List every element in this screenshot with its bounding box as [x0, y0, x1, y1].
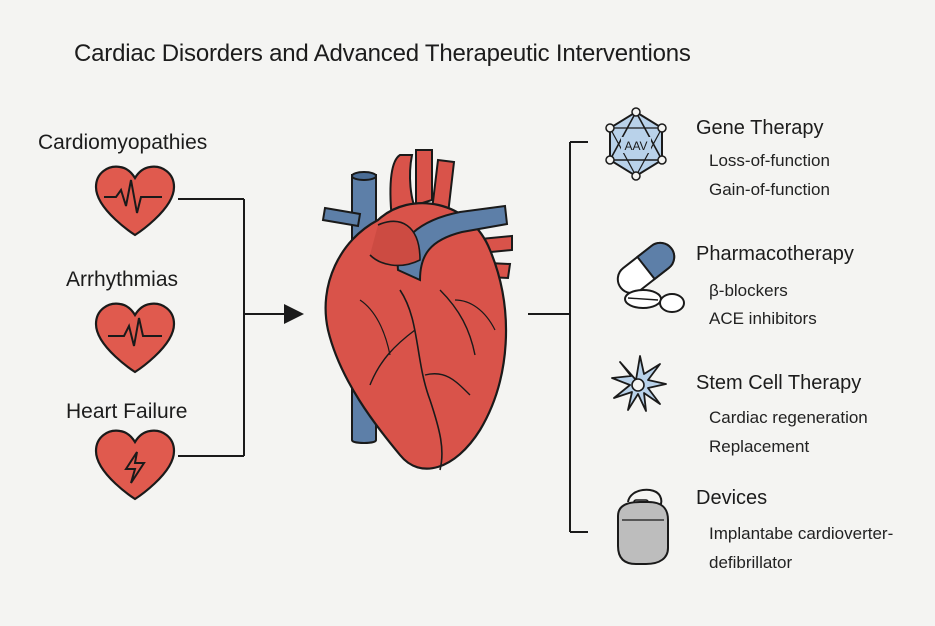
therapy-title-gene: Gene Therapy — [696, 117, 824, 139]
heart-lightning-icon — [94, 429, 176, 501]
anatomical-heart-icon — [321, 149, 513, 471]
heart-arrhythmia-icon — [94, 302, 176, 374]
heart-ecg-icon — [94, 165, 176, 237]
therapy-item-stem-1: Cardiac regeneration — [709, 408, 868, 427]
disorder-label-arrhythmias: Arrhythmias — [66, 268, 179, 291]
pill-icon — [616, 241, 685, 313]
therapy-title-pharmacotherapy: Pharmacotherapy — [696, 243, 854, 265]
diagram-title: Cardiac Disorders and Advanced Therapeut… — [74, 40, 691, 67]
therapy-title-stem-cell: Stem Cell Therapy — [696, 372, 862, 394]
therapy-item-devices-1: Implantabe cardioverter- — [709, 524, 894, 543]
therapy-item-devices-2: defibrillator — [709, 553, 793, 572]
therapy-item-stem-2: Replacement — [709, 437, 810, 456]
right-connector — [528, 141, 588, 533]
therapy-title-devices: Devices — [696, 487, 768, 509]
therapy-item-pharma-2: ACE inhibitors — [709, 309, 817, 328]
aav-label: AAV — [624, 139, 647, 153]
therapy-item-pharma-1: β-blockers — [709, 281, 788, 300]
disorder-label-cardiomyopathies: Cardiomyopathies — [38, 131, 208, 154]
therapy-item-gene-1: Loss-of-function — [709, 151, 830, 170]
pacemaker-icon — [617, 488, 669, 565]
left-connector — [178, 198, 304, 457]
stem-cell-icon — [611, 355, 667, 412]
disorder-label-heart-failure: Heart Failure — [66, 400, 188, 423]
therapy-item-gene-2: Gain-of-function — [709, 180, 830, 199]
aav-capsid-icon: AAV — [605, 107, 667, 181]
